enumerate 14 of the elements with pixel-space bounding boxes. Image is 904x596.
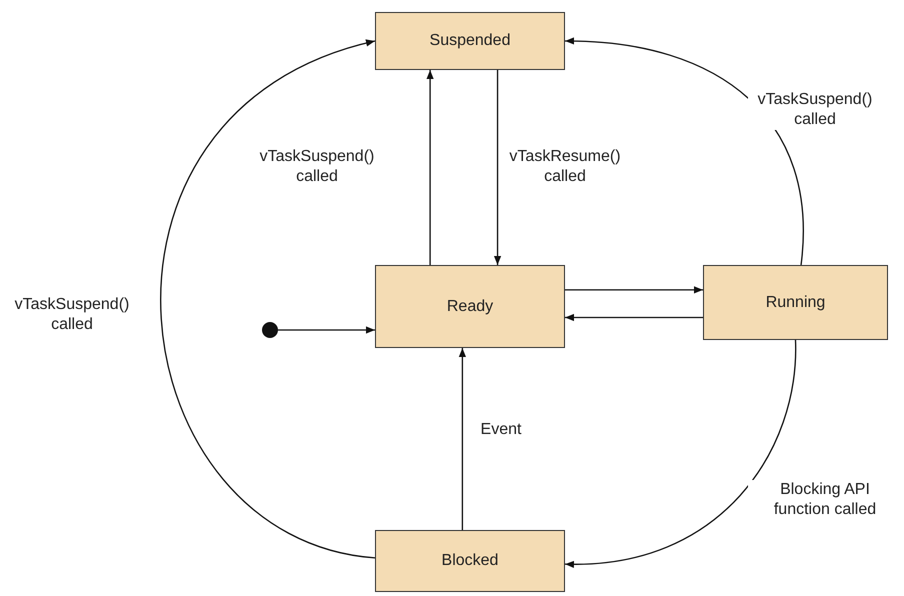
arrow	[160, 40, 376, 559]
state-box: Suspended	[375, 12, 565, 70]
arrow	[278, 326, 375, 334]
arrow	[426, 70, 434, 265]
arrow	[458, 348, 466, 530]
arrow	[564, 340, 796, 568]
state-box: Blocked	[375, 530, 565, 592]
arrow	[565, 314, 703, 322]
state-box: Ready	[375, 265, 565, 348]
arrow	[564, 38, 804, 266]
start-dot	[262, 322, 278, 338]
state-box: Running	[703, 265, 888, 340]
arrow	[565, 286, 703, 294]
arrow	[494, 70, 502, 265]
